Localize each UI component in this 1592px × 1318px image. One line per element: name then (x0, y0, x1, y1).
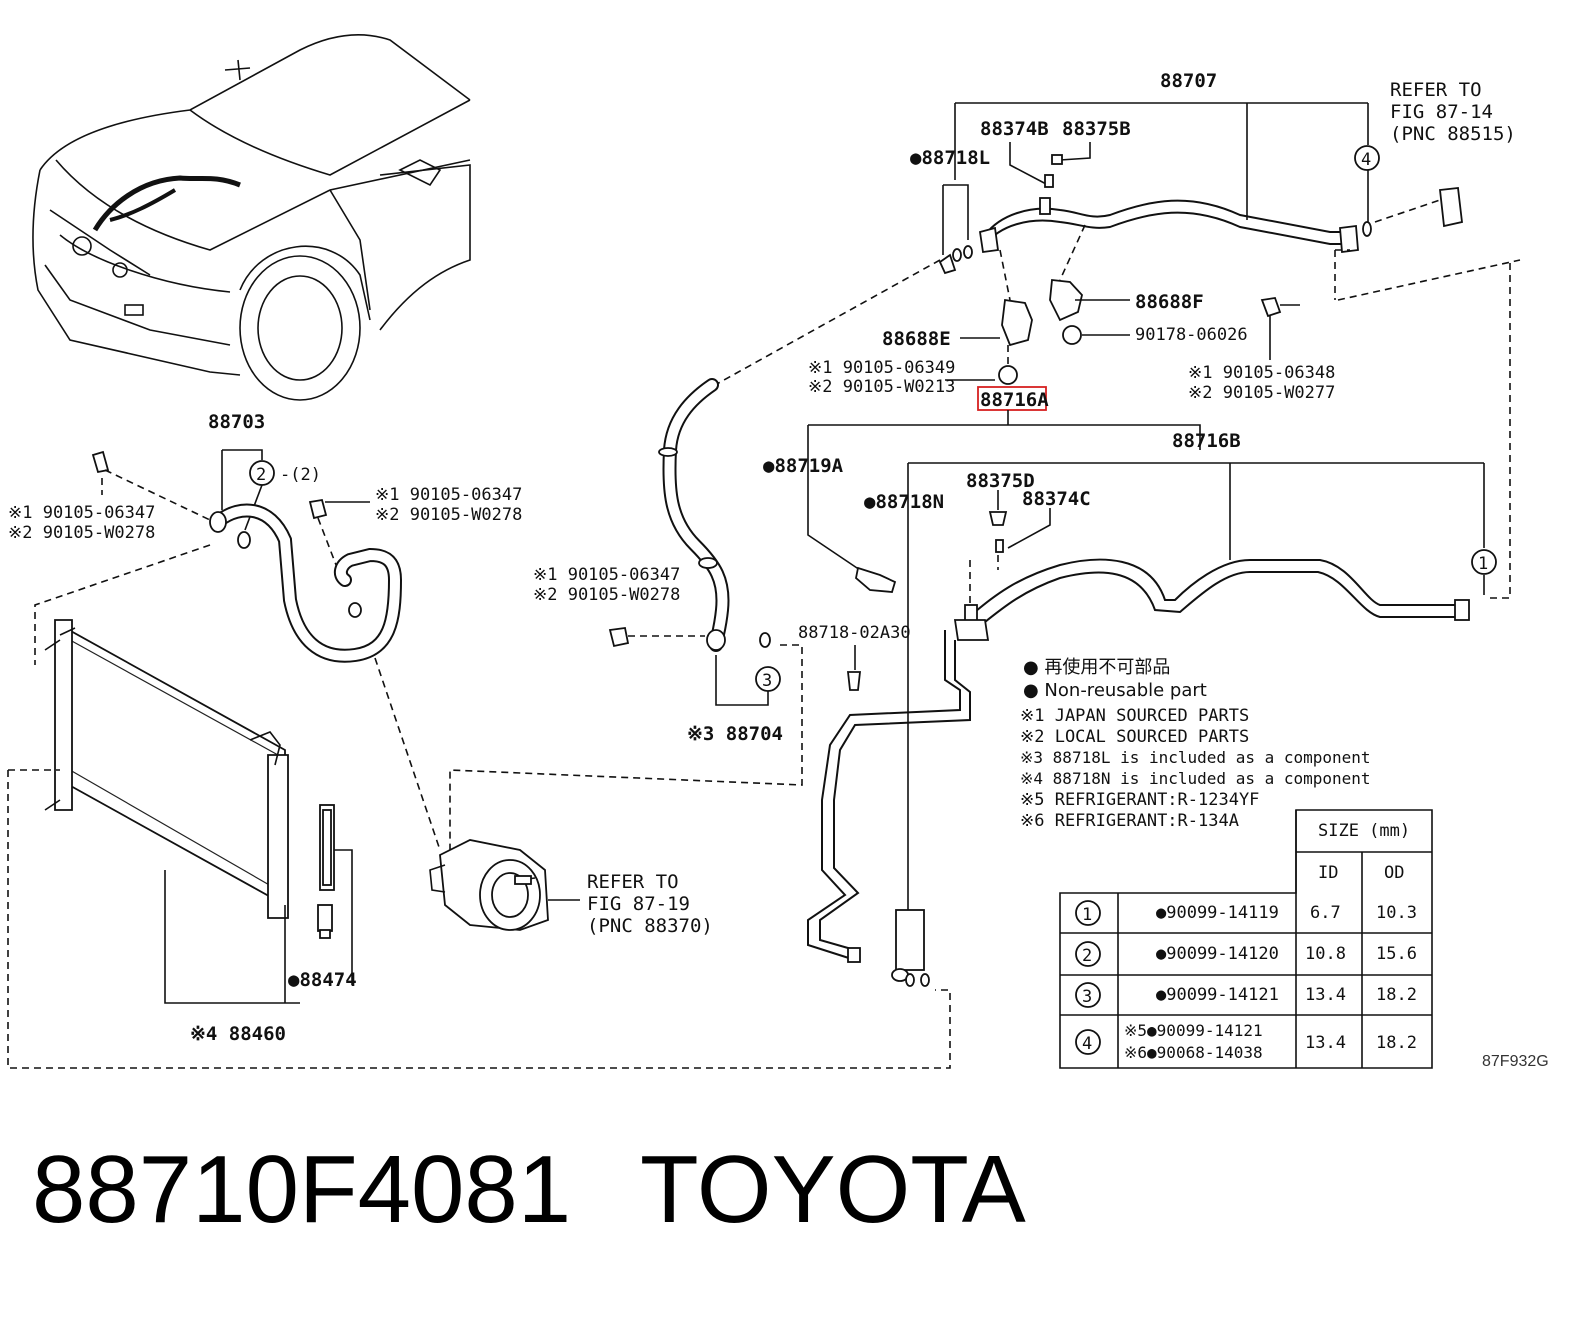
hose-assembly-88707: 88707 REFER TO FIG 87-14 (PNC 88515) 883… (808, 70, 1521, 403)
legend-note-6: ※6 REFRIGERANT:R-134A (1020, 811, 1239, 831)
table-row-id: 6.7 (1310, 903, 1341, 923)
label-88719A: ●88719A (763, 455, 844, 477)
bolt-90105-W0277: ※2 90105-W0277 (1188, 383, 1335, 403)
callout-3-text: 3 (762, 671, 772, 691)
legend-non-reusable-jp: ● 再使用不可部品 (1023, 657, 1170, 678)
label-88704: ※3 88704 (687, 723, 783, 745)
table-row: 1 ●90099-14119 6.7 10.3 (1075, 900, 1417, 926)
bolt-90105-06347-right: ※1 90105-06347 (533, 565, 680, 585)
callout-3 (755, 666, 781, 692)
bolt-90105-W0278-mid: ※2 90105-W0278 (375, 505, 522, 525)
legend-note-4: ※4 88718N is included as a component (1020, 769, 1371, 788)
bolt-90105-W0278-right: ※2 90105-W0278 (533, 585, 680, 605)
label-90178-06026: 90178-06026 (1135, 325, 1248, 345)
label-88716B: 88716B (1172, 430, 1241, 452)
table-row-mark: 4 (1082, 1034, 1092, 1054)
label-88688E: 88688E (882, 328, 951, 350)
label-88474: ●88474 (288, 969, 357, 991)
label-88374B: 88374B (980, 118, 1049, 140)
size-table-col-od: OD (1384, 863, 1404, 883)
table-row-od: 18.2 (1376, 985, 1417, 1005)
callout-4-top (1354, 145, 1380, 171)
table-row-part: ●90099-14120 (1156, 944, 1279, 964)
table-row-part: ●90099-14119 (1156, 903, 1279, 923)
label-88703-qty: -(2) (280, 465, 321, 485)
callout-4-top-text: 4 (1361, 150, 1371, 170)
table-row-part-b: ※6●90068-14038 (1124, 1043, 1263, 1062)
footer-part-number: 88710F4081 (32, 1136, 571, 1243)
label-88718L: ●88718L (910, 147, 990, 169)
legend-non-reusable-en: ● Non-reusable part (1023, 680, 1207, 701)
table-row-od: 15.6 (1376, 944, 1417, 964)
refer-fig-87-14-line1: REFER TO (1390, 79, 1482, 101)
bolt-90105-06349: ※1 90105-06349 (808, 358, 955, 378)
label-88375B: 88375B (1062, 118, 1131, 140)
label-88460: ※4 88460 (190, 1023, 286, 1045)
label-88707: 88707 (1160, 70, 1217, 92)
table-row-id: 10.8 (1305, 944, 1346, 964)
table-row-part-a: ※5●90099-14121 (1124, 1021, 1263, 1040)
o-ring-size-table: SIZE (mm) ID OD 1 ●90099-14119 6.7 10.3 … (1059, 809, 1433, 1069)
refer-fig-87-14-line2: FIG 87-14 (1390, 101, 1493, 123)
refer-fig-87-19-line1: REFER TO (587, 871, 679, 893)
tube-assembly-88716: 88716A 88716B ●88719A 88375D 88374C ●887… (763, 260, 1511, 987)
legend-note-1: ※1 JAPAN SOURCED PARTS (1020, 706, 1249, 726)
legend-note-2: ※2 LOCAL SOURCED PARTS (1020, 727, 1249, 747)
callout-2-text: 2 (256, 465, 266, 485)
label-88718N: ●88718N (864, 491, 944, 513)
label-88688F: 88688F (1135, 291, 1204, 313)
legend-note-5: ※5 REFRIGERANT:R-1234YF (1020, 790, 1259, 810)
highlight-box-88716A (977, 386, 1047, 411)
size-table-header: SIZE (mm) (1318, 821, 1410, 841)
refer-fig-87-14-line3: (PNC 88515) (1390, 123, 1516, 145)
suction-hose-88704: ※1 90105-06347 ※2 90105-W0278 3 ※3 88704… (429, 259, 941, 937)
bolt-90105-06348: ※1 90105-06348 (1188, 363, 1335, 383)
table-row-id: 13.4 (1305, 985, 1346, 1005)
bolt-90105-06347-left: ※1 90105-06347 (8, 503, 155, 523)
callout-1-top-text: 1 (1478, 554, 1488, 574)
table-row-mark: 1 (1082, 905, 1092, 925)
refer-fig-87-19-line3: (PNC 88370) (587, 915, 713, 937)
table-row-mark: 2 (1082, 946, 1092, 966)
bolt-90105-06347-mid: ※1 90105-06347 (375, 485, 522, 505)
table-row-od: 10.3 (1376, 903, 1417, 923)
illustration-code: 87F932G (1482, 1053, 1549, 1070)
bolt-90105-W0278-left: ※2 90105-W0278 (8, 523, 155, 543)
label-88716A: 88716A (980, 389, 1049, 411)
table-row-part: ●90099-14121 (1156, 985, 1279, 1005)
footer-brand: TOYOTA (640, 1136, 1026, 1243)
bolt-90105-W0213: ※2 90105-W0213 (808, 377, 955, 397)
label-88375D: 88375D (966, 470, 1035, 492)
table-row-od: 18.2 (1376, 1033, 1417, 1053)
table-row-mark: 3 (1082, 987, 1092, 1007)
label-88718-02A30: 88718-02A30 (798, 623, 911, 643)
label-88703: 88703 (208, 411, 265, 433)
table-row: 3 ●90099-14121 13.4 18.2 (1075, 982, 1417, 1008)
table-row: 4 ※5●90099-14121 ※6●90068-14038 13.4 18.… (1075, 1021, 1417, 1062)
legend-note-3: ※3 88718L is included as a component (1020, 748, 1371, 767)
condenser-assembly: 88703 2 -(2) ※1 90105-06347 ※2 90105-W02… (7, 411, 951, 1069)
size-table-col-id: ID (1318, 863, 1338, 883)
table-row: 2 ●90099-14120 10.8 15.6 (1075, 941, 1417, 967)
vehicle-illustration (32, 34, 471, 401)
label-88374C: 88374C (1022, 488, 1091, 510)
callout-1-top (1471, 549, 1497, 575)
table-row-id: 13.4 (1305, 1033, 1346, 1053)
refer-fig-87-19-line2: FIG 87-19 (587, 893, 690, 915)
legend: ● 再使用不可部品 ● Non-reusable part ※1 JAPAN S… (1020, 657, 1371, 831)
